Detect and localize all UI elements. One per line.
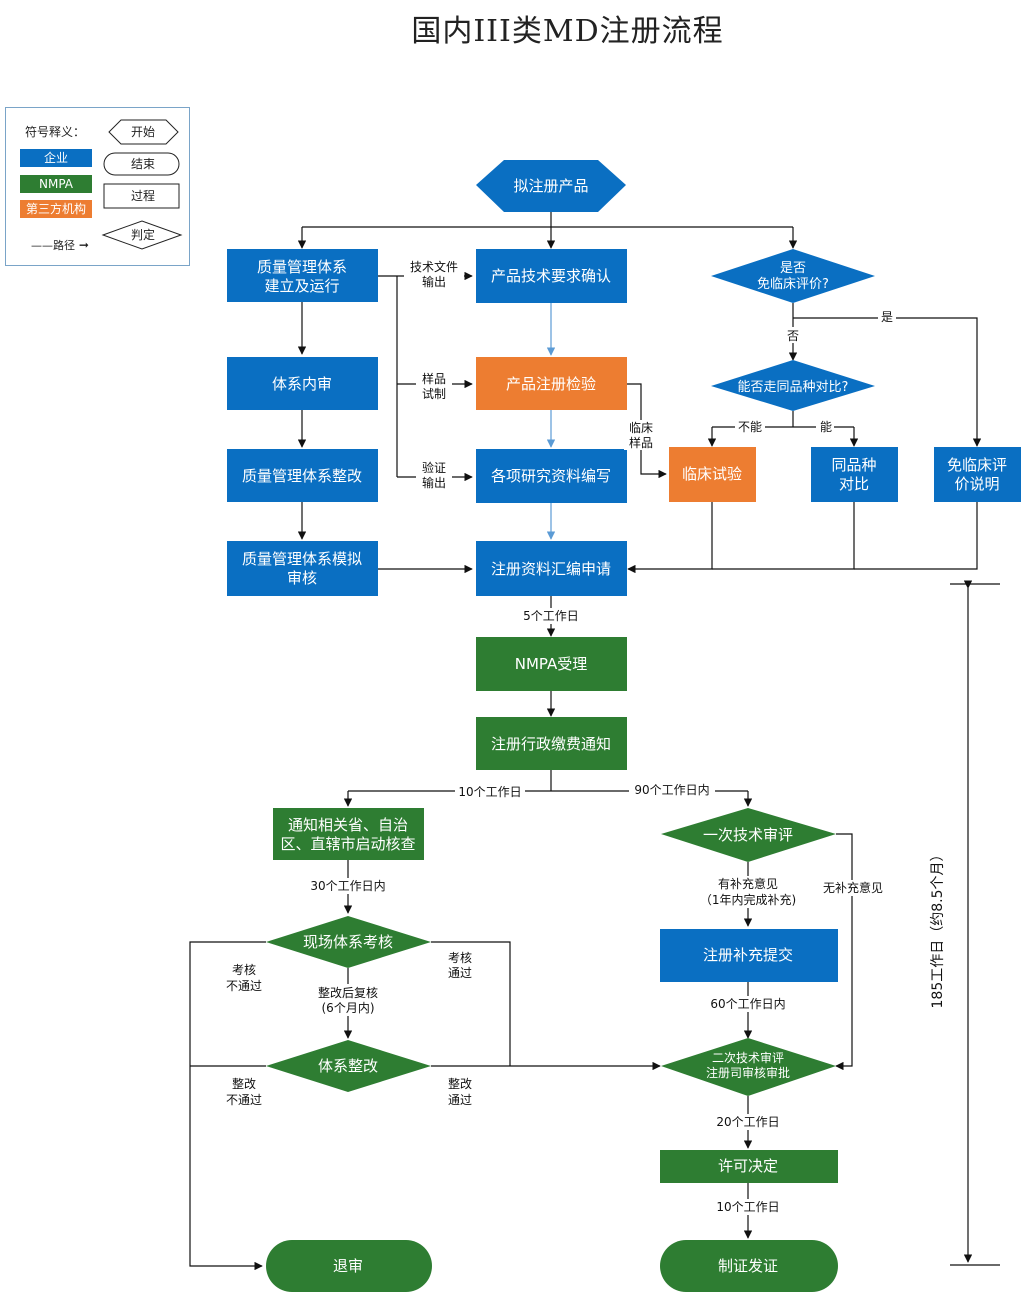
legend-third-party: 第三方机构 — [20, 200, 92, 218]
label-verify-2: 输出 — [422, 475, 446, 490]
legend-path: ——路径 ➞ — [31, 238, 89, 252]
label-audit-pass-2: 通过 — [448, 966, 472, 980]
internal-audit-node: 体系内审 — [272, 375, 332, 393]
exempt-desc-line2: 价说明 — [954, 475, 999, 493]
legend-enterprise: 企业 — [20, 149, 92, 167]
qms-setup-line1: 质量管理体系 — [257, 258, 347, 276]
label-rectify-fail-2: 不通过 — [226, 1093, 262, 1107]
same-kind-line2: 对比 — [839, 475, 869, 493]
tech-review1-node: 一次技术审评 — [703, 826, 793, 844]
qms-setup-line2: 建立及运行 — [264, 277, 339, 295]
label-tech-doc-1: 技术文件 — [410, 259, 458, 274]
label-rectify-pass-2: 通过 — [448, 1093, 472, 1107]
qms-rectify-node: 质量管理体系整改 — [242, 467, 362, 485]
legend-shapes: 开始 结束 过程 判定 — [101, 119, 183, 250]
tech-req-node: 产品技术要求确认 — [491, 267, 611, 285]
label-rectify-pass-1: 整改 — [448, 1076, 472, 1091]
label-no-supp: 无补充意见 — [823, 880, 883, 895]
license-node: 许可决定 — [718, 1157, 778, 1175]
site-audit-node: 现场体系考核 — [303, 933, 393, 951]
label-tech-doc-2: 输出 — [422, 274, 446, 289]
legend: 符号释义： 企业 NMPA 第三方机构 ——路径 ➞ 开始 结束 过程 判定 — [5, 107, 190, 266]
label-audit-fail-2: 不通过 — [226, 979, 262, 993]
page-title: 国内III类MD注册流程 — [411, 14, 724, 49]
label-has-supp-2: （1年内完成补充) — [700, 892, 796, 907]
label-re-audit-1: 整改后复核 — [318, 985, 378, 1000]
certificate-node: 制证发证 — [718, 1257, 778, 1275]
withdraw-node: 退审 — [333, 1257, 363, 1275]
research-node: 各项研究资料编写 — [491, 467, 611, 485]
clinical-trial-node: 临床试验 — [682, 465, 742, 483]
legend-nmpa: NMPA — [20, 175, 92, 193]
label-10-days-b: 10个工作日 — [716, 1200, 779, 1214]
label-30-days: 30个工作日内 — [310, 879, 385, 893]
legend-decision: 判定 — [131, 227, 155, 242]
label-audit-fail-1: 考核 — [232, 963, 256, 977]
start-node: 拟注册产品 — [513, 177, 588, 195]
exempt-desc-line1: 免临床评 — [947, 456, 1007, 474]
label-yes: 是 — [881, 310, 893, 324]
same-kind-q: 能否走同品种对比? — [738, 380, 849, 395]
exempt-q-line1: 是否 — [780, 261, 806, 276]
reg-test-node: 产品注册检验 — [506, 375, 596, 393]
label-60-days: 60个工作日内 — [710, 997, 785, 1011]
label-sample-2: 试制 — [422, 386, 446, 401]
label-can: 能 — [820, 420, 832, 434]
tech-review2-line1: 二次技术审评 — [712, 1050, 784, 1065]
same-kind-line1: 同品种 — [831, 456, 876, 474]
legend-end: 结束 — [131, 157, 155, 171]
label-verify-1: 验证 — [422, 460, 446, 475]
label-total-time: 185工作日（约8.5个月） — [930, 848, 946, 1009]
label-cannot: 不能 — [738, 420, 762, 434]
qms-mock-line1: 质量管理体系模拟 — [242, 550, 362, 568]
qms-mock-line2: 审核 — [287, 569, 317, 587]
exempt-q-line2: 免临床评价? — [757, 277, 829, 292]
notify-inspect-line1: 通知相关省、自治 — [288, 816, 408, 834]
label-clinical-sample-1: 临床 — [629, 421, 653, 435]
legend-title: 符号释义： — [25, 125, 86, 139]
submit-node: 注册资料汇编申请 — [491, 560, 611, 578]
label-90-days: 90个工作日内 — [634, 783, 709, 797]
start-node-shape — [476, 160, 626, 212]
label-rectify-fail-1: 整改 — [232, 1076, 256, 1091]
label-no: 否 — [787, 329, 799, 343]
label-clinical-sample-2: 样品 — [629, 435, 653, 450]
label-has-supp-1: 有补充意见 — [718, 876, 778, 891]
label-20-days: 20个工作日 — [716, 1115, 779, 1129]
fee-notice-node: 注册行政缴费通知 — [491, 735, 611, 753]
legend-start: 开始 — [131, 125, 155, 139]
tech-review2-line2: 注册司审核审批 — [706, 1065, 790, 1080]
nmpa-accept-node: NMPA受理 — [515, 655, 588, 673]
legend-process: 过程 — [131, 188, 155, 203]
rectify-node: 体系整改 — [318, 1057, 378, 1075]
label-10-days: 10个工作日 — [458, 785, 521, 799]
label-re-audit-2: (6个月内) — [322, 1001, 375, 1015]
notify-inspect-line2: 区、直辖市启动核查 — [280, 835, 415, 853]
label-5-days: 5个工作日 — [523, 609, 579, 623]
label-audit-pass-1: 考核 — [448, 951, 472, 965]
label-sample-1: 样品 — [422, 371, 446, 386]
supplement-node: 注册补充提交 — [703, 946, 793, 964]
